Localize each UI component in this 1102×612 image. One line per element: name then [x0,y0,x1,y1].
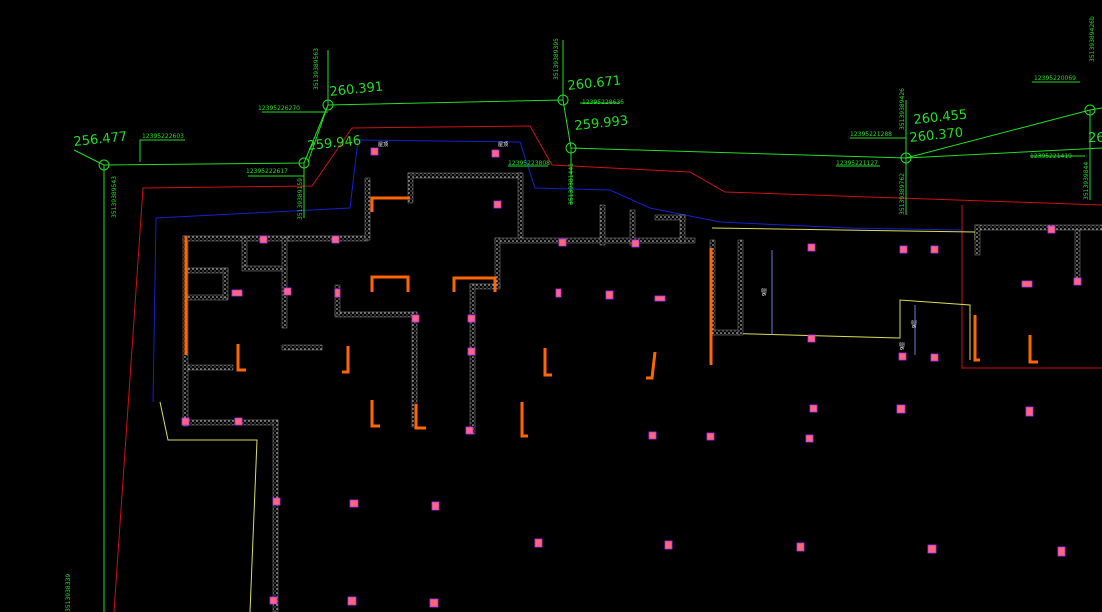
coordinate-label: 35139389426b [1089,16,1096,62]
coordinate-label: 12395221419 [1030,153,1072,160]
yellow-setback-line [159,401,258,612]
coordinate-label: 35139389426 [899,88,906,130]
elevation-label: 260.671 [567,73,622,94]
coordinate-label: 12395221288 [850,131,892,138]
elevation-label: 260.370 [909,125,964,146]
coordinate-label: 35139389563 [313,48,320,90]
yellow-setback-line-3 [714,299,971,360]
red-boundary-line [113,125,1102,612]
coordinate-label: 3513939844 [1083,162,1090,200]
coordinate-label: 35139389159 [297,178,304,220]
coordinate-label: 35139389395 [553,38,560,80]
building-label: 9层 [900,342,906,350]
coordinate-label: 12395220069 [1034,75,1076,82]
building-label: 屋顶 [498,142,508,148]
survey-network [73,40,1102,612]
hatched-walls [182,172,1102,612]
coordinate-label: 12395223808 [508,160,550,167]
elevation-label: 26 [1088,131,1102,146]
coordinate-label: 3513938339 [65,574,72,612]
elevation-label: 259.993 [574,113,629,134]
coordinate-label: 12395221127 [836,160,878,167]
coordinate-label: 35139381441 [568,163,575,205]
building-label: 屋顶 [378,142,388,148]
coordinate-label: 12395226270 [258,105,300,112]
elevation-label: 256.477 [73,129,128,150]
coordinate-label: 35139389762 [899,173,906,215]
column-markers [181,147,1082,608]
coordinate-label: 12395222617 [246,168,288,175]
coordinate-label: 12395222603 [142,133,184,140]
red-boundary-right [961,205,1102,369]
coordinate-label: 12395228636 [582,99,624,106]
elevation-label: 260.391 [329,79,384,100]
blue-boundary-line [152,139,963,403]
elevation-label: 260.455 [913,107,968,128]
elevation-label: 259.946 [307,133,362,154]
orange-structures [184,196,1038,438]
building-label: 9层 [762,288,768,296]
coordinate-label: 35139389543 [111,176,118,218]
